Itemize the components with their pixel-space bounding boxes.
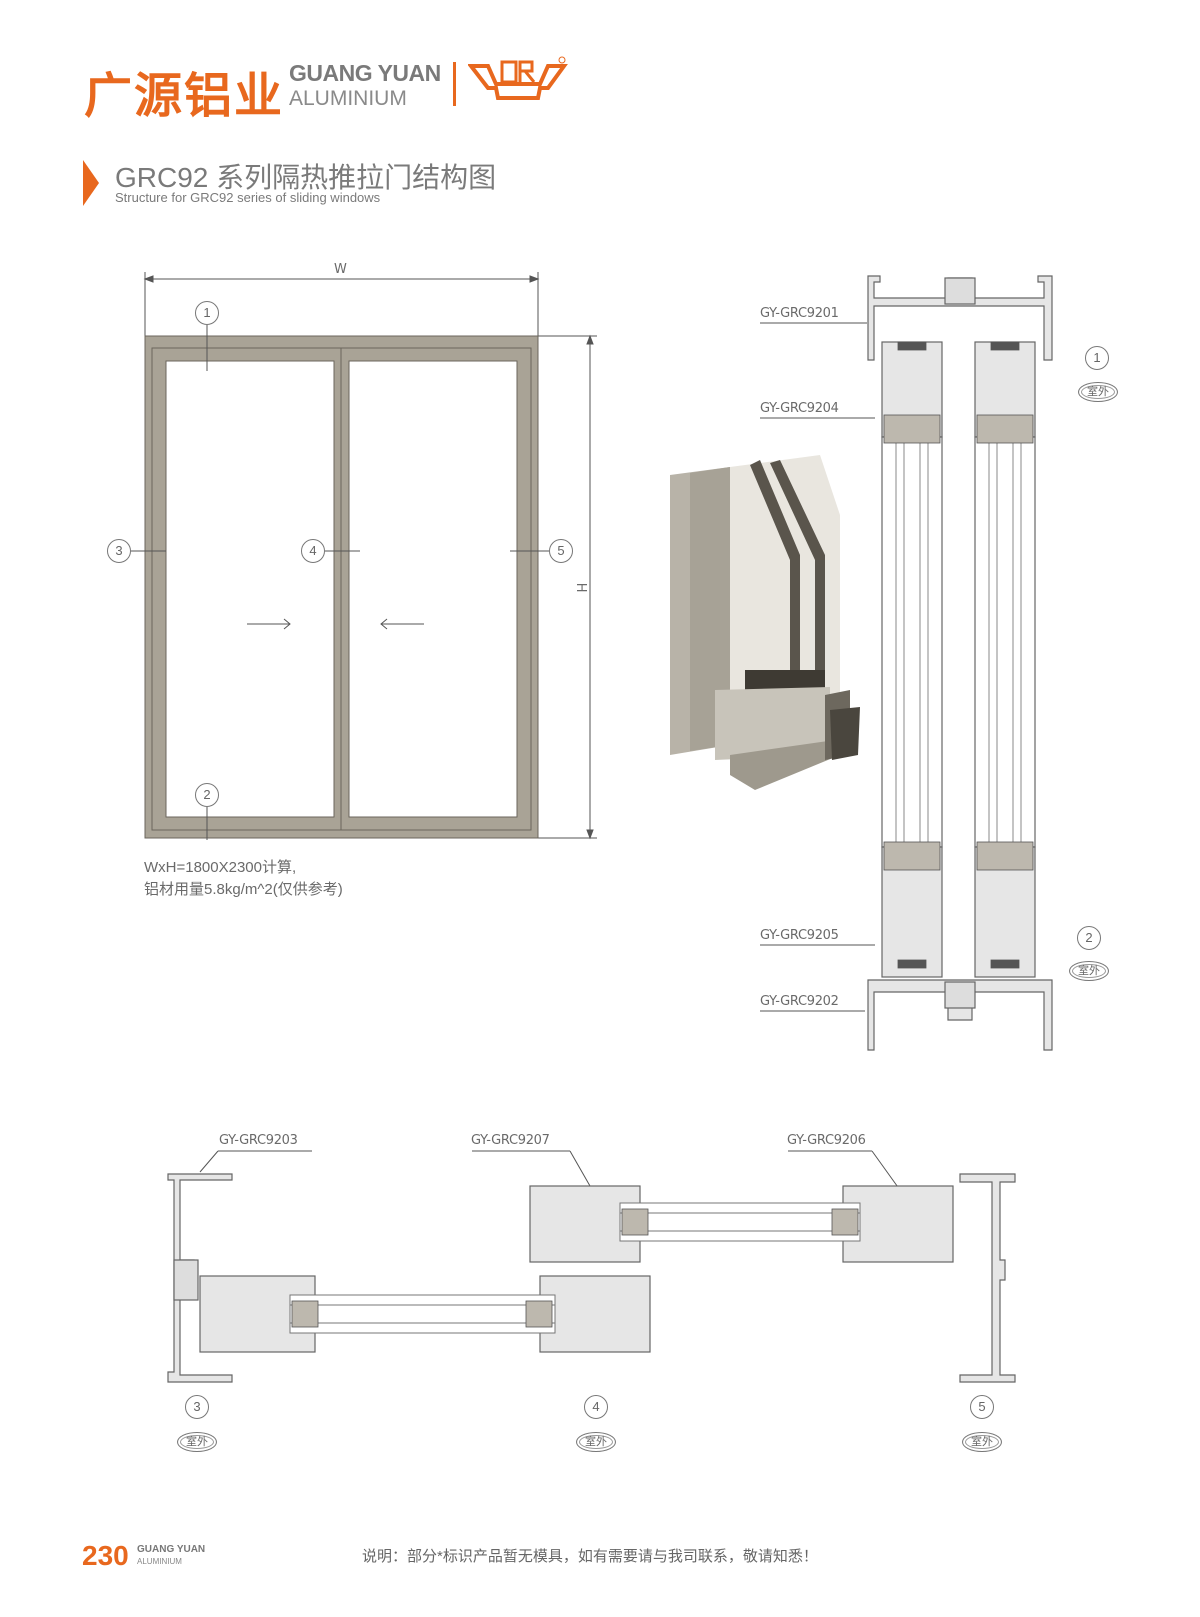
section-marker-3: 3 [185,1395,209,1419]
brand-logo-chinese: 广源铝业 [84,68,285,124]
page-title: GRC92 系列隔热推拉门结构图 [115,162,497,193]
profile-label-9203: GY-GRC9203 [219,1133,298,1148]
width-label: W [334,262,347,277]
footer-brand-line2: ALUMINIUM [137,1557,182,1566]
outside-badge-5: 室外 [962,1432,1002,1452]
outside-badge-1: 室外 [1078,382,1118,402]
outside-badge-4: 室外 [576,1432,616,1452]
marker-1: 1 [195,301,219,325]
height-label: H [573,582,589,593]
marker-3: 3 [107,539,131,563]
page-number: 230 [82,1540,129,1571]
profile-label-9205: GY-GRC9205 [760,928,839,943]
gr-logo-icon [468,56,568,100]
section-marker-4: 4 [584,1395,608,1419]
horizontal-section-drawing [167,1150,1016,1383]
marker-4: 4 [301,539,325,563]
brand-name-line2: ALUMINIUM [289,87,407,110]
marker-2: 2 [195,783,219,807]
section-marker-2: 2 [1077,926,1101,950]
footer-note: 说明：部分*标识产品暂无模具，如有需要请与我司联系，敬请知悉！ [362,1548,818,1565]
outside-badge-2: 室外 [1069,961,1109,981]
section-marker-1: 1 [1085,346,1109,370]
section-marker-5: 5 [970,1395,994,1419]
note-line-2: 铝材用量5.8kg/m^2(仅供参考) [144,881,343,898]
vertical-section-drawing [867,275,1053,1051]
profile-label-9207: GY-GRC9207 [471,1133,550,1148]
profile-3d-render [670,455,860,790]
title-arrow-icon [83,160,99,206]
profile-label-9204: GY-GRC9204 [760,401,839,416]
outside-badge-3: 室外 [177,1432,217,1452]
profile-label-9201: GY-GRC9201 [760,306,839,321]
door-elevation-drawing [131,272,597,840]
marker-5: 5 [549,539,573,563]
note-line-1: WxH=1800X2300计算, [144,859,297,876]
logo-divider [453,62,456,106]
profile-label-9206: GY-GRC9206 [787,1133,866,1148]
profile-label-9202: GY-GRC9202 [760,994,839,1009]
vertical-section-leaders [760,322,875,1012]
brand-name-line1: GUANG YUAN [289,60,441,86]
footer-brand-line1: GUANG YUAN [137,1544,206,1555]
material-note: WxH=1800X2300计算, 铝材用量5.8kg/m^2(仅供参考) [144,857,343,901]
page-subtitle: Structure for GRC92 series of sliding wi… [115,190,381,205]
